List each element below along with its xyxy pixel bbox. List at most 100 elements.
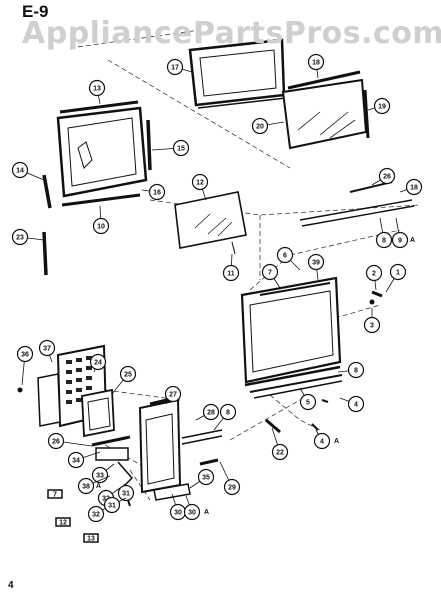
callout-bubble-c8c [219, 403, 237, 421]
callout-bubble-c13 [88, 79, 106, 97]
callout-bubble-c14 [11, 161, 29, 179]
callout-label-c8c: 8 [226, 410, 230, 417]
callout-label-c30A: 30 [188, 510, 196, 517]
callout-suffix-s4A: A [334, 438, 339, 445]
callout-label-c16: 16 [153, 190, 161, 197]
callout-label-c39: 39 [312, 260, 320, 267]
callout-label-c10: 10 [97, 224, 105, 231]
lower-door-assembly [138, 396, 223, 501]
callout-label-c23: 23 [16, 235, 24, 242]
ref-tag-3 [83, 533, 99, 543]
callout-label-c29: 29 [228, 485, 236, 492]
callout-label-c26b: 26 [52, 439, 60, 446]
callout-label-c9A: 9 [398, 238, 402, 245]
callout-label-c31b: 31 [108, 503, 116, 510]
ref-tag-3-label: 13 [87, 536, 95, 543]
callout-label-c30: 30 [174, 510, 182, 517]
callout-label-c3: 3 [370, 323, 374, 330]
callout-label-c17: 17 [171, 65, 179, 72]
callout-bubble-c22 [271, 443, 289, 461]
callout-bubble-c18r [405, 178, 423, 196]
callout-bubble-c38A [77, 477, 95, 495]
callout-bubble-c17 [166, 58, 184, 76]
inner-door-frame [42, 100, 152, 276]
ref-tag-1 [47, 489, 63, 499]
callout-bubble-c39 [307, 253, 325, 271]
callout-bubble-c35 [197, 468, 215, 486]
callout-label-c18r: 18 [410, 185, 418, 192]
callout-label-c2: 2 [372, 271, 376, 278]
callout-bubble-c37 [38, 339, 56, 357]
callout-bubble-c26t [378, 167, 396, 185]
callout-label-c38A: 38 [82, 484, 90, 491]
callout-label-c34: 34 [72, 458, 80, 465]
callout-label-c14: 14 [16, 168, 24, 175]
callout-label-c4A: 4 [320, 439, 324, 446]
callout-bubble-c26b [47, 432, 65, 450]
right-rail-assembly [299, 181, 415, 227]
callout-label-c7: 7 [268, 270, 272, 277]
callout-bubble-c23 [11, 228, 29, 246]
watermark: AppliancePartsPros.com [22, 16, 441, 51]
callout-label-c8a: 8 [382, 238, 386, 245]
callout-label-c12: 12 [196, 180, 204, 187]
callout-label-c6: 6 [283, 253, 287, 260]
callout-suffix-s38A: A [96, 483, 101, 490]
callout-bubble-c15 [172, 139, 190, 157]
callout-bubble-c31b [103, 496, 121, 514]
callout-bubble-c6 [276, 246, 294, 264]
callout-bubble-c1 [389, 263, 407, 281]
ref-tag-2 [55, 517, 71, 527]
callout-label-c25: 25 [124, 372, 132, 379]
callout-label-c15: 15 [177, 146, 185, 153]
callout-label-c4: 4 [354, 402, 358, 409]
outer-door-assembly [240, 276, 383, 399]
callout-label-c24: 24 [94, 360, 102, 367]
callout-label-c35: 35 [202, 475, 210, 482]
callout-bubble-c11 [222, 264, 240, 282]
callout-label-c1: 1 [396, 270, 400, 277]
callout-label-c32b: 32 [92, 512, 100, 519]
callout-bubble-c28 [202, 403, 220, 421]
callout-label-c11: 11 [227, 271, 235, 278]
ref-tag-2-label: 12 [59, 520, 67, 527]
callout-label-c31a: 31 [122, 491, 130, 498]
callout-bubble-c4 [347, 395, 365, 413]
callout-bubble-c25 [119, 365, 137, 383]
callout-bubble-c4A [313, 432, 331, 450]
callout-bubble-c36 [16, 345, 34, 363]
ref-tag-1-label: 7 [53, 492, 57, 499]
outer-glass-pane [281, 70, 370, 150]
hinge-hardware [265, 399, 329, 434]
callout-bubble-c3 [363, 316, 381, 334]
callout-suffix-s30A: A [204, 509, 209, 516]
callout-bubble-c8b [347, 361, 365, 379]
callout-bubble-c16 [148, 183, 166, 201]
callout-bubble-c19t [373, 97, 391, 115]
middle-glass-pane [174, 191, 247, 255]
callout-bubble-c8a [375, 231, 393, 249]
callout-label-c33: 33 [96, 473, 104, 480]
callout-label-c5: 5 [306, 400, 310, 407]
callout-label-c36: 36 [21, 352, 29, 359]
callout-bubble-c24 [89, 353, 107, 371]
callout-label-c27: 27 [169, 392, 177, 399]
callout-label-c8b: 8 [354, 368, 358, 375]
callout-bubble-c12 [191, 173, 209, 191]
callout-bubble-c30A [183, 503, 201, 521]
callout-label-c22: 22 [276, 450, 284, 457]
callout-label-c19t: 19 [378, 104, 386, 111]
callout-label-c20t: 20 [256, 124, 264, 131]
callout-label-c32a: 32 [102, 496, 110, 503]
callout-suffix-s9A: A [410, 237, 415, 244]
callout-bubble-c31a [117, 484, 135, 502]
callout-bubble-c18t [307, 53, 325, 71]
callout-bubble-c9A [391, 231, 409, 249]
callout-bubble-c27 [164, 385, 182, 403]
callout-label-c18t: 18 [312, 60, 320, 67]
callout-bubble-c29 [223, 478, 241, 496]
callout-bubble-c5 [299, 393, 317, 411]
